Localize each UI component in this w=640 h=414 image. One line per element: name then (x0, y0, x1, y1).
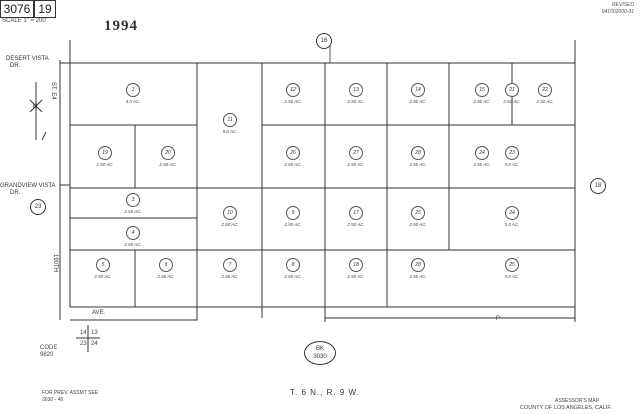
lot-acreage: 2.50 AC. (159, 162, 177, 167)
revision-code: 941002000-31 (601, 9, 634, 15)
lot-number: 17 (349, 206, 363, 220)
lot-number: 13 (349, 83, 363, 97)
lot-number: 1 (126, 83, 140, 97)
prev-assessment-label: FOR PREV. ASSMT SEE: (42, 390, 100, 396)
lot-acreage: 2.50 AC. (284, 99, 302, 104)
lot-number: 27 (349, 146, 363, 160)
lot-number: 28 (411, 146, 425, 160)
lot-number: 9 (286, 206, 300, 220)
lot-acreage: 2.50 AC. (284, 162, 302, 167)
lot-acreage: 2.50 AC. (347, 274, 365, 279)
lot-number: 12 (286, 83, 300, 97)
lot-acreage: 2.50 AC. (536, 99, 554, 104)
lot-number: 18 (349, 258, 363, 272)
lot-acreage: 2.50 AC. (409, 162, 427, 167)
book-label: BK (315, 346, 324, 352)
street-grandview-vista: GRANDVIEW VISTA (0, 183, 56, 189)
assessor-map-label: ASSESSOR'S MAP (555, 398, 600, 404)
lot-number: 28 (411, 258, 425, 272)
map-year: 1994 (104, 18, 138, 34)
lot-acreage: 2.50 AC. (473, 162, 491, 167)
code-value: 9820 (40, 352, 54, 358)
street-190th: 190TH (52, 254, 58, 273)
lot-acreage: 9.0 AC. (222, 129, 238, 134)
lot-number: 24 (505, 206, 519, 220)
lot-number: 15 (475, 83, 489, 97)
revision-note: REVISED (612, 2, 634, 8)
lot-acreage: 2.50 AC. (221, 274, 239, 279)
lot-acreage: 4.0 AC. (125, 99, 141, 104)
lot-number: 11 (223, 113, 237, 127)
street-ave: AVE. (92, 310, 106, 316)
lot-acreage: 2.50 AC. (124, 209, 142, 214)
lot-number: 21 (505, 83, 519, 97)
lot-number: 6 (159, 258, 173, 272)
lot-acreage: 2.50 AC. (503, 99, 521, 104)
lot-number: 25 (505, 258, 519, 272)
lot-number: 8 (286, 258, 300, 272)
lot-number: 25 (411, 206, 425, 220)
ref-circle-right: 18 (590, 178, 606, 194)
map-number: 3076 (0, 0, 34, 18)
lot-number: 23 (505, 146, 519, 160)
north-arrow-icon: N (33, 104, 38, 110)
lot-number: 26 (286, 146, 300, 160)
lot-acreage: 2.50 AC. (409, 99, 427, 104)
prev-assessment-value: 3030 - 46 (42, 397, 64, 403)
lot-acreage: 2.50 AC. (221, 222, 239, 227)
lot-acreage: 2.50 AC. (347, 99, 365, 104)
lot-acreage: 2.50 AC. (409, 222, 427, 227)
lot-acreage: 2.50 AC. (284, 222, 302, 227)
street-st-e4: ST. E4 (50, 82, 56, 100)
township-range: T. 6 N., R. 9 W. (290, 388, 360, 397)
lot-number: 22 (538, 83, 552, 97)
book-reference-circle: BK 3030 (304, 341, 336, 365)
lot-number: 4 (126, 226, 140, 240)
lot-acreage: 2.50 AC. (473, 99, 491, 104)
lot-acreage: 2.50 AC. (409, 274, 427, 279)
street-desert-vista-dr: DR. (10, 63, 21, 69)
lot-acreage: 5.0 AC. (504, 274, 520, 279)
lot-acreage: 2.50 AC. (124, 242, 142, 247)
lot-acreage: 2.50 AC. (284, 274, 302, 279)
lot-number: 5 (96, 258, 110, 272)
code-label: CODE (40, 345, 58, 351)
lot-acreage: 2.50 AC. (347, 162, 365, 167)
lot-acreage: 2.50 AC. (96, 162, 114, 167)
ref-circle-top: 16 (316, 33, 332, 49)
assessor-county-label: COUNTY OF LOS ANGELES, CALIF. (520, 405, 612, 411)
lot-number: 10 (223, 206, 237, 220)
ref-circle-left: 23 (30, 199, 46, 215)
lot-number: 7 (223, 258, 237, 272)
lot-acreage: 2.50 AC. (94, 274, 112, 279)
lot-acreage: 5.0 AC. (504, 222, 520, 227)
lot-number: 24 (475, 146, 489, 160)
lot-number: 19 (98, 146, 112, 160)
street-grandview-vista-dr: DR. (10, 190, 21, 196)
lot-acreage: 2.50 AC. (347, 222, 365, 227)
book-number: 3030 (313, 354, 327, 360)
lot-number: 3 (126, 193, 140, 207)
section-14: 14 (80, 330, 87, 336)
page-number: 19 (34, 0, 56, 18)
lot-acreage: 2.50 AC. (157, 274, 175, 279)
lot-number: 14 (411, 83, 425, 97)
street-p: P (496, 316, 501, 322)
section-24: 24 (91, 341, 98, 347)
lot-number: 20 (161, 146, 175, 160)
lot-acreage: 5.0 AC. (504, 162, 520, 167)
scale-label: SCALE 1" = 200' (2, 18, 47, 24)
section-13: 13 (91, 330, 98, 336)
section-23: 23 (80, 341, 87, 347)
street-desert-vista: DESERT VISTA (6, 56, 49, 62)
